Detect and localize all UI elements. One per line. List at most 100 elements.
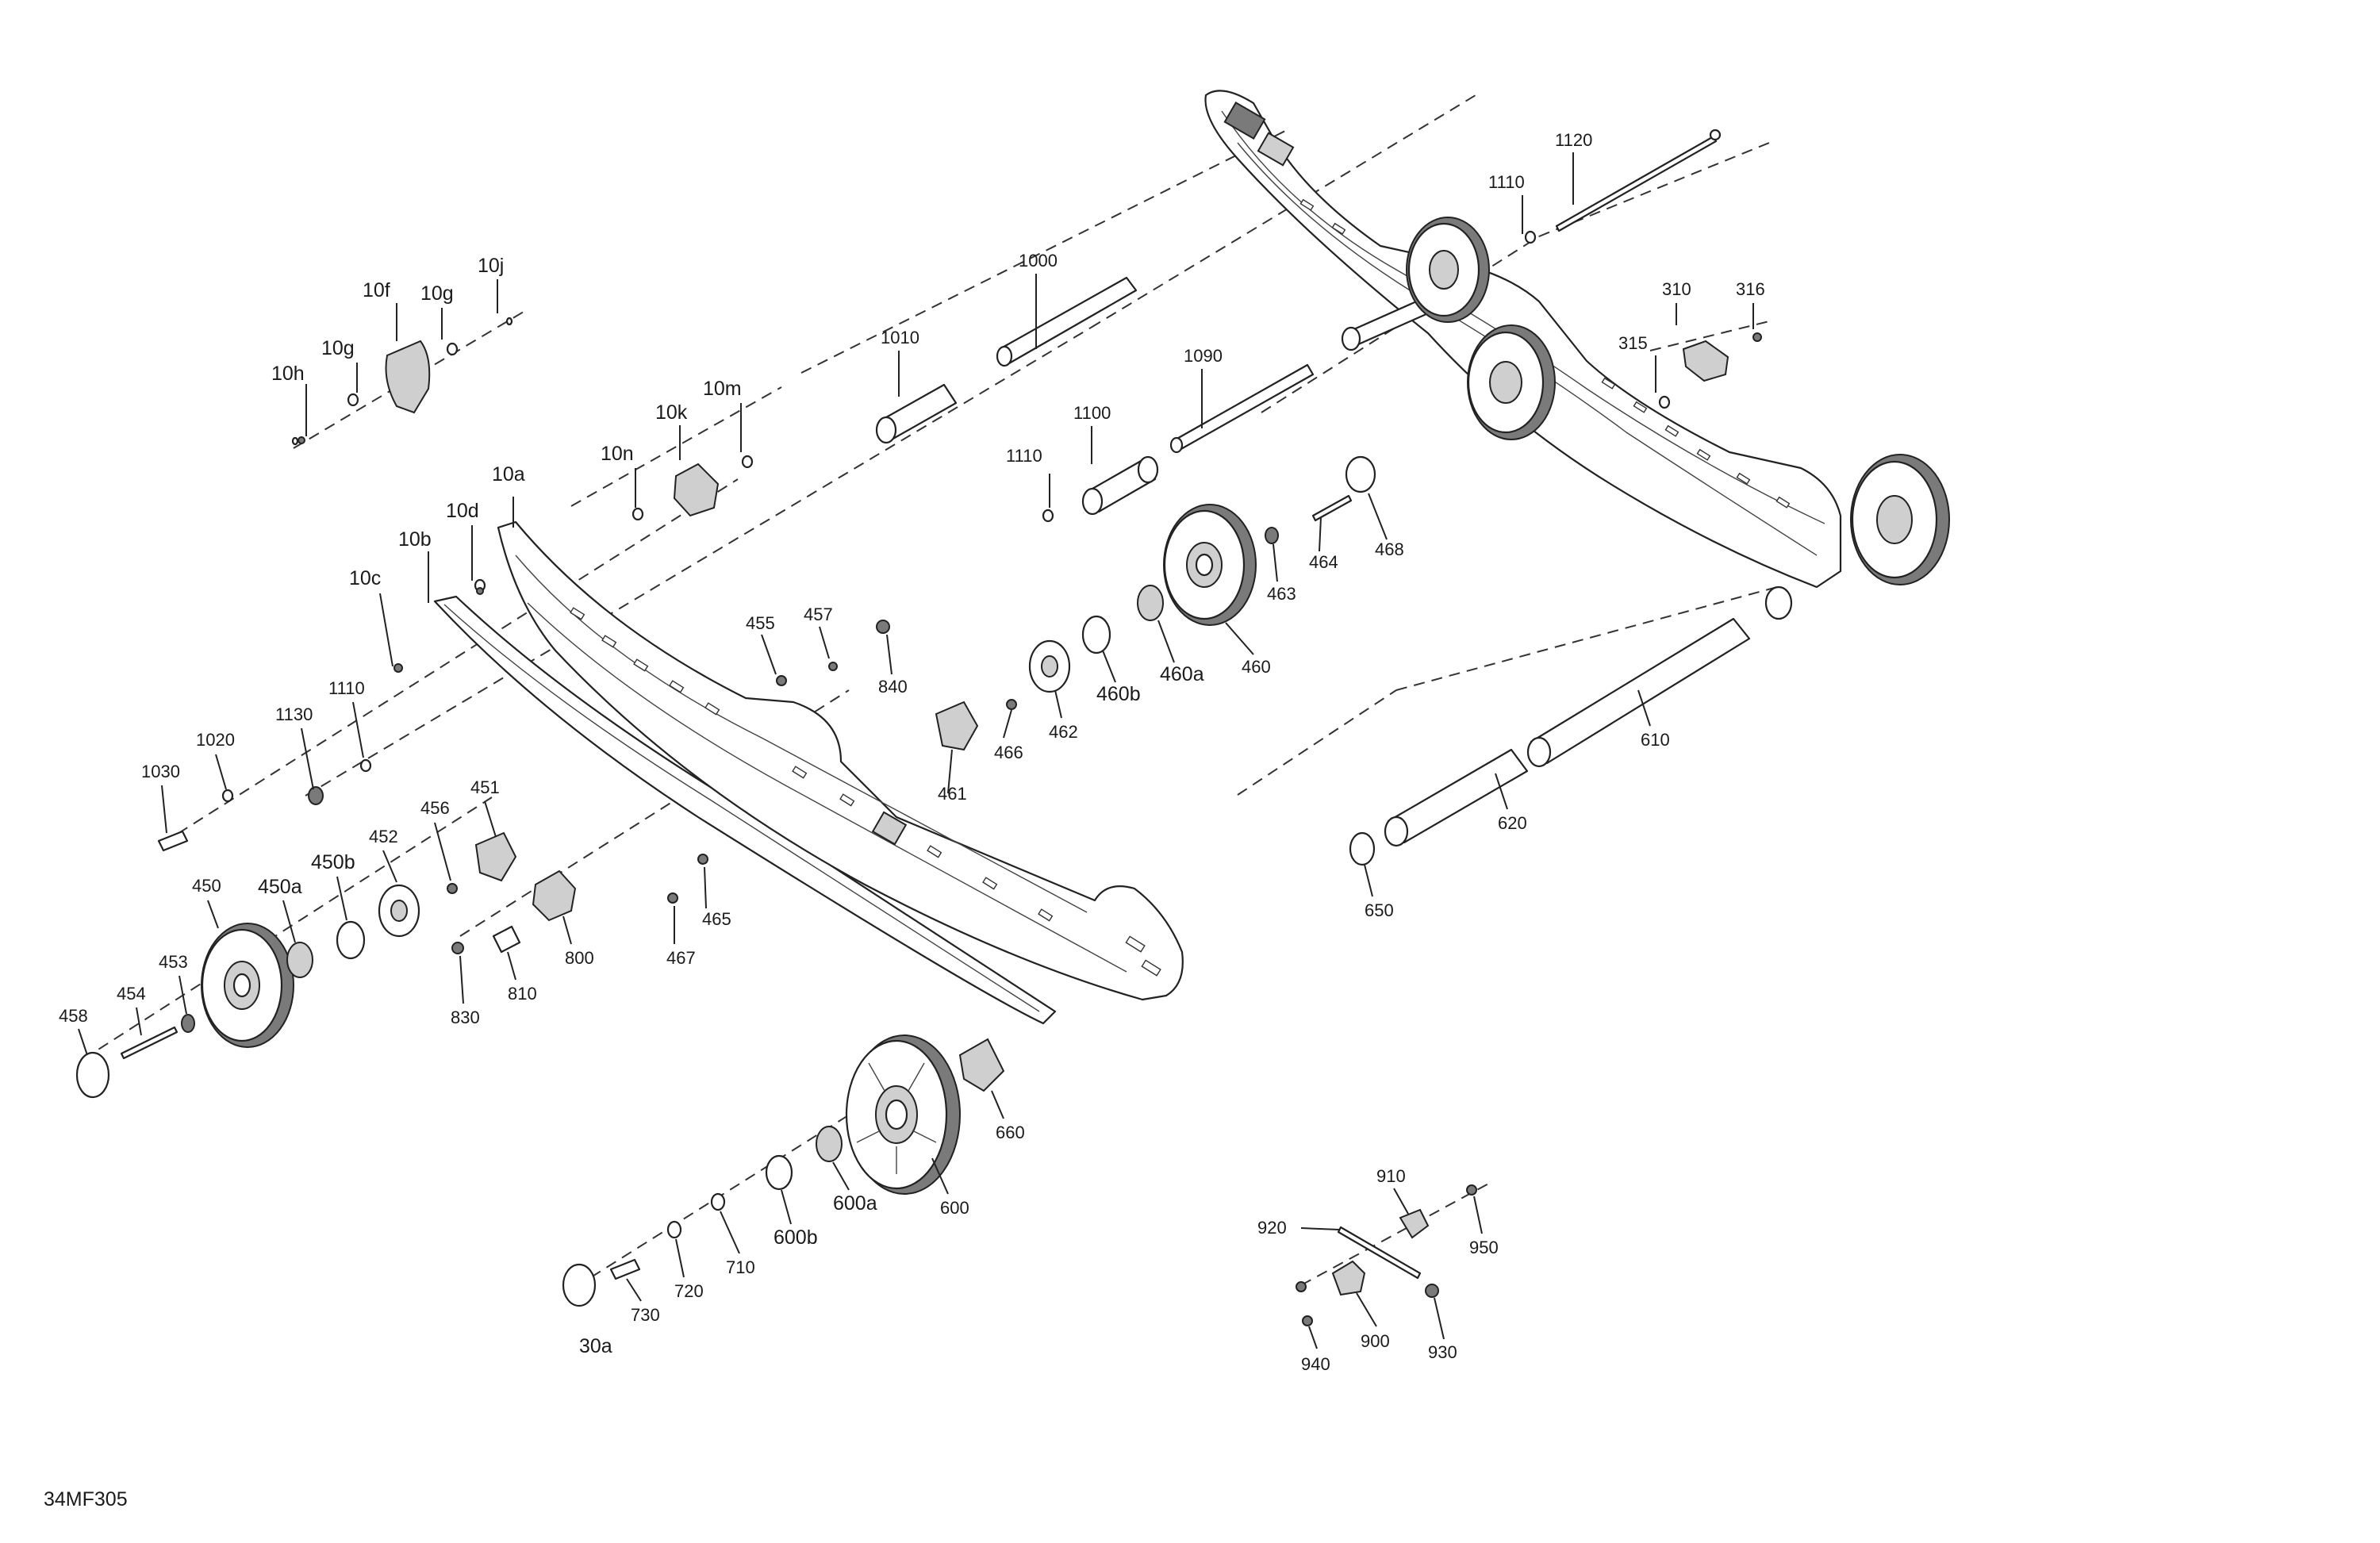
label-10d: 10d: [446, 500, 479, 522]
label-840: 840: [878, 677, 908, 697]
bolt-464: [1311, 494, 1353, 522]
label-468: 468: [1375, 539, 1404, 559]
label-461: 461: [938, 784, 967, 804]
label-10f: 10f: [363, 279, 390, 301]
shaft-1090: [1173, 363, 1315, 451]
label-310: 310: [1662, 279, 1691, 299]
label-660: 660: [996, 1123, 1025, 1142]
label-10k: 10k: [655, 401, 688, 424]
label-620: 620: [1498, 813, 1527, 833]
left-rail-assembly: [433, 520, 1184, 1025]
label-1090: 1090: [1184, 346, 1223, 366]
label-810: 810: [508, 984, 537, 1004]
label-316: 316: [1736, 279, 1765, 299]
label-453: 453: [159, 952, 188, 972]
label-460: 460: [1242, 657, 1271, 677]
wheel-right-top: [1406, 217, 1490, 323]
shafts: [120, 129, 1751, 1280]
spacer-451: [474, 831, 517, 882]
label-600a: 600a: [833, 1192, 877, 1215]
label-10n: 10n: [601, 443, 634, 465]
label-1020: 1020: [196, 730, 235, 750]
label-452: 452: [369, 827, 398, 846]
label-457: 457: [804, 605, 833, 624]
label-30a: 30a: [579, 1335, 612, 1357]
label-600b: 600b: [774, 1226, 818, 1249]
wheel-right-mid: [1467, 324, 1556, 440]
tube-1000: [998, 276, 1138, 365]
label-315: 315: [1618, 333, 1648, 353]
bolt-730: [609, 1258, 641, 1280]
label-950: 950: [1469, 1238, 1499, 1257]
label-467: 467: [666, 948, 696, 968]
label-458: 458: [59, 1006, 88, 1026]
label-1110-left: 1110: [328, 678, 365, 698]
shaft-920: [1337, 1226, 1422, 1280]
label-450a: 450a: [258, 876, 302, 898]
wheel-460: [1163, 504, 1257, 626]
label-464: 464: [1309, 552, 1338, 572]
label-460b: 460b: [1096, 683, 1141, 705]
label-463: 463: [1267, 584, 1296, 604]
label-450: 450: [192, 876, 221, 896]
label-10m: 10m: [703, 378, 742, 400]
label-10c: 10c: [349, 567, 381, 589]
label-1010: 1010: [881, 328, 919, 347]
label-650: 650: [1365, 900, 1394, 920]
label-900: 900: [1361, 1331, 1390, 1351]
label-450b: 450b: [311, 851, 355, 873]
spacer-461: [935, 700, 979, 751]
left-rail-frame: [497, 520, 1184, 1001]
label-710: 710: [726, 1257, 755, 1277]
left-rail-slots: [570, 607, 1161, 977]
label-462: 462: [1049, 722, 1078, 742]
block-10k: [673, 463, 720, 517]
label-1100: 1100: [1073, 403, 1111, 423]
bracket-910: [1399, 1208, 1430, 1239]
label-920: 920: [1257, 1218, 1287, 1238]
block-310: [1682, 340, 1729, 382]
label-830: 830: [451, 1008, 480, 1027]
label-10b: 10b: [398, 528, 432, 551]
label-1130: 1130: [275, 704, 313, 724]
label-465: 465: [702, 909, 731, 929]
label-451: 451: [470, 777, 500, 797]
bracket-900: [1331, 1260, 1366, 1296]
rail-stopper-block: [871, 811, 908, 846]
label-456: 456: [420, 798, 450, 818]
wheel-right-rear: [1850, 454, 1950, 585]
bolt-1030: [157, 830, 189, 852]
right-rail-end-block: [1223, 102, 1266, 140]
label-10j: 10j: [478, 255, 504, 277]
label-1030: 1030: [141, 762, 180, 781]
label-800: 800: [565, 948, 594, 968]
small-parts: [75, 230, 1793, 1326]
label-455: 455: [746, 613, 775, 633]
label-10h: 10h: [271, 363, 305, 385]
label-10a: 10a: [492, 463, 525, 486]
part-labels: 1000 1010 1090 1100 1120 1110 1110 1110 …: [44, 130, 1765, 1510]
leader-lines: [78, 152, 1754, 1349]
stopper-10f: [385, 340, 431, 414]
label-910: 910: [1376, 1166, 1406, 1186]
label-1000: 1000: [1019, 251, 1058, 271]
label-460a: 460a: [1160, 663, 1204, 685]
sleeve-810: [492, 925, 521, 954]
label-610: 610: [1641, 730, 1670, 750]
label-10g-lower: 10g: [321, 337, 355, 359]
label-466: 466: [994, 743, 1023, 762]
label-454: 454: [117, 984, 146, 1004]
label-940: 940: [1301, 1354, 1330, 1374]
wheel-600: [845, 1034, 961, 1195]
label-10g-upper: 10g: [420, 282, 454, 305]
label-1110-mid: 1110: [1006, 446, 1042, 466]
label-730: 730: [631, 1305, 660, 1325]
diagram-code: 34MF305: [44, 1488, 128, 1510]
shaft-1120: [1555, 135, 1718, 232]
bolt-454: [120, 1026, 178, 1060]
label-720: 720: [674, 1281, 704, 1301]
wheel-450: [201, 923, 294, 1048]
label-600: 600: [940, 1198, 969, 1218]
label-930: 930: [1428, 1342, 1457, 1362]
